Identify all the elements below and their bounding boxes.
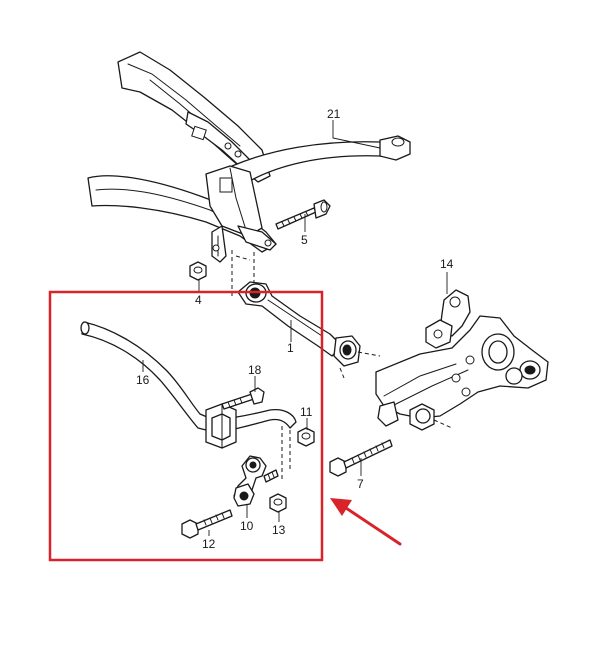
highlight-overlay xyxy=(48,290,402,562)
bolt-18 xyxy=(221,387,265,410)
wheel-carrier xyxy=(375,289,549,431)
label-14: 14 xyxy=(440,257,454,271)
nut-4 xyxy=(189,261,207,281)
stabilizer-link xyxy=(233,455,279,507)
label-21: 21 xyxy=(327,107,341,121)
label-7: 7 xyxy=(357,477,364,491)
label-16: 16 xyxy=(136,373,150,387)
leader-lines xyxy=(142,120,448,536)
stabilizer-bar xyxy=(80,321,297,480)
nut-13 xyxy=(269,493,287,513)
label-5: 5 xyxy=(301,233,308,247)
label-12: 12 xyxy=(202,537,216,551)
label-1: 1 xyxy=(287,341,294,355)
part-number-labels: 21 5 4 1 14 16 18 11 7 10 13 12 xyxy=(136,107,454,551)
highlight-box xyxy=(48,290,324,562)
bolt-12 xyxy=(181,509,233,539)
subframe xyxy=(87,51,411,296)
label-11: 11 xyxy=(300,405,313,419)
bolt-5 xyxy=(275,199,331,230)
bolt-7 xyxy=(329,439,393,477)
nut-11 xyxy=(297,427,315,447)
label-4: 4 xyxy=(195,293,202,307)
highlight-arrow xyxy=(330,498,402,546)
label-18: 18 xyxy=(248,363,262,377)
label-10: 10 xyxy=(240,519,254,533)
label-13: 13 xyxy=(272,523,286,537)
